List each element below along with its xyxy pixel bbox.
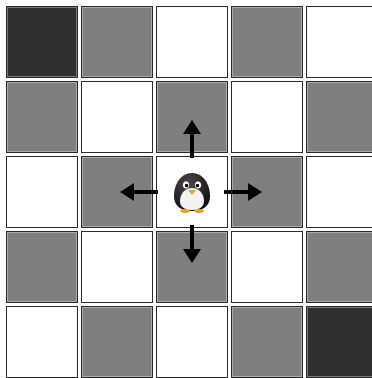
board-cell-r3-c1[interactable] (6, 156, 78, 228)
board-cell-r4-c1[interactable] (6, 231, 78, 303)
board-cell-r1-c5[interactable] (306, 6, 372, 78)
board-cell-r5-c3[interactable] (156, 306, 228, 378)
board-cell-r5-c4[interactable] (231, 306, 303, 378)
board-cell-r1-c3[interactable] (156, 6, 228, 78)
board-cell-r1-c4[interactable] (231, 6, 303, 78)
board-cell-r5-c1[interactable] (6, 306, 78, 378)
board-cell-r1-c1[interactable] (6, 6, 78, 78)
game-board (6, 6, 372, 376)
arrow-right-icon[interactable] (220, 170, 264, 214)
board-cell-r2-c1[interactable] (6, 81, 78, 153)
board-cell-r5-c2[interactable] (81, 306, 153, 378)
board-cell-r2-c2[interactable] (81, 81, 153, 153)
arrow-down-icon[interactable] (170, 221, 214, 265)
board-cell-r3-c5[interactable] (306, 156, 372, 228)
board-cell-r4-c2[interactable] (81, 231, 153, 303)
board-cell-r4-c5[interactable] (306, 231, 372, 303)
board-cell-r2-c4[interactable] (231, 81, 303, 153)
penguin-icon (170, 170, 214, 214)
board-cell-r1-c2[interactable] (81, 6, 153, 78)
board-cell-r5-c5[interactable] (306, 306, 372, 378)
arrow-left-icon[interactable] (118, 170, 162, 214)
arrow-up-icon[interactable] (170, 118, 214, 162)
board-cell-r2-c5[interactable] (306, 81, 372, 153)
board-cell-r4-c4[interactable] (231, 231, 303, 303)
